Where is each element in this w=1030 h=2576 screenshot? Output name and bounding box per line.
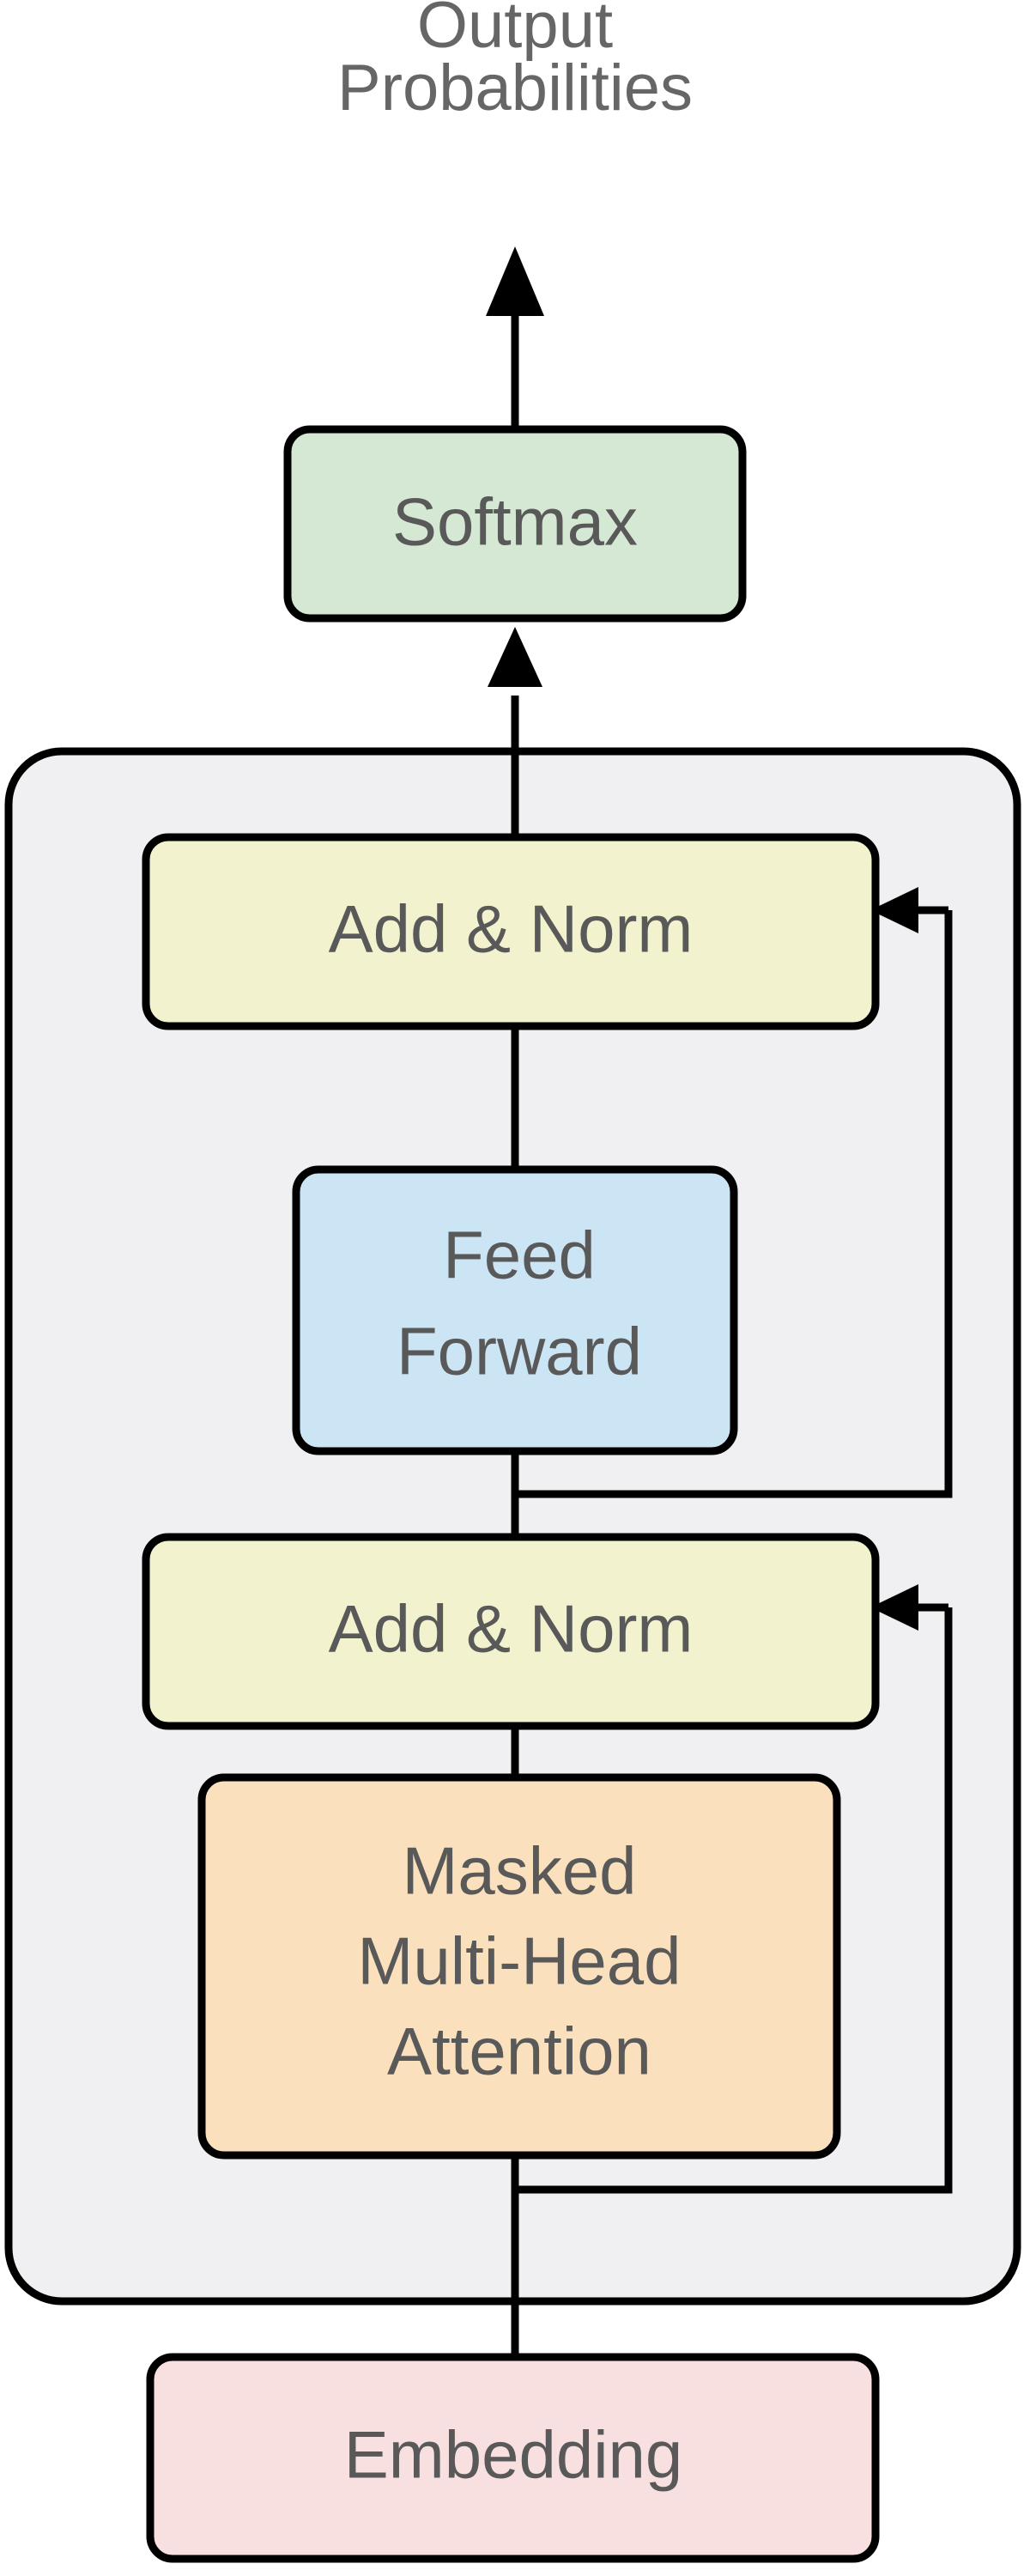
node-box	[146, 2353, 880, 2563]
node-label-line-2: Multi-Head	[357, 1923, 681, 1999]
node-label: Softmax	[392, 484, 638, 560]
node-label-line-2: Forward	[397, 1314, 642, 1389]
arrowhead-up-icon	[486, 246, 544, 316]
node-label: Add & Norm	[329, 1591, 694, 1667]
node-box	[197, 1773, 841, 2160]
node-label-line-3: Attention	[387, 2014, 651, 2089]
arrowhead-left-icon	[870, 887, 918, 933]
node-box	[292, 1165, 738, 1455]
node-add-norm-bottom[interactable]: Add & Norm	[142, 1533, 880, 1730]
arrowhead-up-icon	[488, 627, 542, 687]
residual-feedforward-skip-connector	[515, 887, 953, 1498]
caption-line-2: Probabilities	[337, 52, 693, 125]
caption-line-1: Output	[417, 0, 613, 62]
node-embedding[interactable]: Embedding	[146, 2353, 880, 2563]
node-box	[283, 425, 747, 623]
node-masked-multi-head-attention[interactable]: Masked Multi-Head Attention	[197, 1773, 841, 2160]
node-box	[142, 833, 880, 1030]
node-label-line-1: Feed	[443, 1218, 596, 1293]
output-probabilities-caption: Output Probabilities	[337, 0, 693, 125]
node-label: Embedding	[344, 2417, 683, 2493]
residual-attention-skip-connector	[515, 1584, 953, 2194]
node-box	[142, 1533, 880, 1730]
node-label-line-1: Masked	[402, 1833, 636, 1909]
node-softmax[interactable]: Softmax	[283, 425, 747, 623]
arrowhead-left-icon	[870, 1584, 918, 1631]
node-feed-forward[interactable]: Feed Forward	[292, 1165, 738, 1455]
node-add-norm-top[interactable]: Add & Norm	[142, 833, 880, 1030]
node-label: Add & Norm	[329, 891, 694, 967]
